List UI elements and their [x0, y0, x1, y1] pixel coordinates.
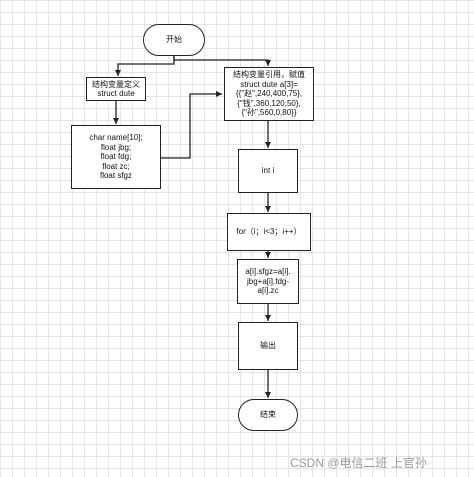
end-label: 结束 [260, 410, 276, 420]
calc-line-3: a[i].zc [257, 286, 279, 296]
calculation-node: a[i].sfgz=a[i]. jbg+a[i].fdg- a[i].zc [237, 259, 299, 304]
member-line-5: float sfgz [99, 171, 132, 181]
struct-use-line-2: struct dute a[3]= [240, 79, 298, 89]
watermark: CSDN @电信二班 上官孙 [290, 456, 427, 470]
struct-def-line-1: 结构变量定义 [92, 79, 140, 89]
calc-line-2: jbg+a[i].fdg- [246, 276, 290, 286]
output-label: 输出 [260, 341, 276, 351]
struct-members-node: char name[10]; float jbg; float fdg; flo… [71, 125, 161, 189]
start-label: 开始 [166, 35, 182, 45]
int-declaration-label: int i [261, 166, 275, 176]
struct-definition-node: 结构变量定义 struct dute [86, 77, 146, 101]
int-declaration-node: int i [238, 149, 298, 193]
arrow-start-to-struct-use [173, 56, 271, 66]
struct-use-node: 结构变量引用，赋值 struct dute a[3]= {{"赵",240,40… [224, 67, 314, 121]
struct-use-line-5: {"孙",560,0,80}} [241, 108, 297, 118]
start-node: 开始 [143, 24, 205, 56]
member-line-2: float jbg; [100, 142, 132, 152]
member-line-3: float fdg; [100, 152, 132, 162]
output-node: 输出 [238, 322, 298, 370]
member-line-1: char name[10]; [89, 133, 143, 143]
struct-use-line-4: {"钱",360,120,50}, [237, 98, 301, 108]
struct-def-line-2: struct dute [97, 89, 135, 98]
arrow-members-to-struct-use [161, 91, 222, 159]
struct-use-line-3: {{"赵",240,400,75}, [235, 89, 303, 99]
for-loop-label: for（i；i<3；i++） [236, 227, 302, 237]
member-line-4: float zc; [102, 161, 130, 171]
calc-line-1: a[i].sfgz=a[i]. [245, 267, 291, 277]
end-node: 结束 [238, 399, 298, 431]
arrow-start-to-struct-def [115, 56, 175, 76]
for-loop-node: for（i；i<3；i++） [227, 213, 311, 251]
struct-use-line-1: 结构变量引用，赋值 [233, 70, 305, 80]
